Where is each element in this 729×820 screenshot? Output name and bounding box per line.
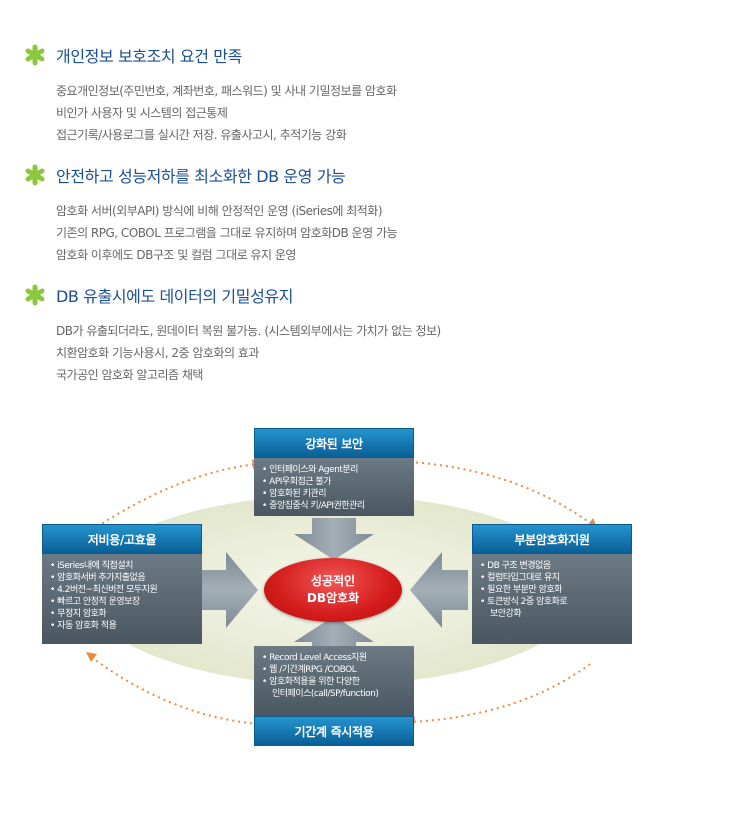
box-item: • API우회접근 불가 <box>262 477 331 487</box>
db-encryption-diagram: 강화된 보안 • 인터페이스와 Agent분리 • API우회접근 불가 • 암… <box>0 420 729 760</box>
box-item: • Record Level Access지원 <box>262 653 367 663</box>
arc-arrowhead <box>86 652 97 662</box>
section-line: 암호화 이후에도 DB구조 및 컬럼 그대로 유지 운영 <box>56 248 296 262</box>
box-item: • DB 구조 변경없음 <box>480 561 551 571</box>
box-item: 인터페이스(call/SP/function) <box>272 689 379 699</box>
arrow-right <box>200 552 258 628</box>
box-item: • 암호화된 키관리 <box>262 489 327 499</box>
box-enhanced-security: 강화된 보안 • 인터페이스와 Agent분리 • API우회접근 불가 • 암… <box>254 428 414 516</box>
section-line: 비인가 사용자 및 시스템의 접근통제 <box>56 106 228 120</box>
arrow-left <box>410 552 468 628</box>
section-line: 치환암호화 기능사용시, 2중 암호화의 효과 <box>56 346 259 360</box>
box-item: • iSeries내에 직접설치 <box>50 561 133 571</box>
dotted-arc-top <box>91 463 259 531</box>
arrow-down <box>294 518 374 560</box>
section-line: 중요개인정보(주민번호, 계좌번호, 패스워드) 및 사내 기밀정보를 암호화 <box>56 84 397 98</box>
box-partial-encryption: 부분암호화지원 • DB 구조 변경없음 • 컬럼타입그대로 유지 • 필요한 … <box>472 524 632 644</box>
box-title: 저비용/고효율 <box>42 524 202 554</box>
box-item: • 빠르고 안정적 운영보장 <box>50 597 140 607</box>
center-success-db-encryption: 성공적인 DB암호화 <box>264 558 402 622</box>
green-asterisk-icon <box>25 44 45 66</box>
box-item: • 무정지 암호화 <box>50 609 107 619</box>
box-item: • 중앙집중식 키/API권한관리 <box>262 501 365 511</box>
box-item: • 컬럼타입그대로 유지 <box>480 573 560 583</box>
section-line: 접근기록/사용로그를 실시간 저장. 유출사고시, 추적기능 강화 <box>56 128 347 142</box>
center-line: 성공적인 <box>310 574 356 588</box>
box-item: • 웹 /기간계RPG /COBOL <box>262 665 357 675</box>
green-asterisk-icon <box>25 284 45 306</box>
green-asterisk-icon <box>25 164 45 186</box>
box-item: • 암호화서버 추가지출없음 <box>50 573 146 583</box>
box-title: 기간계 즉시적용 <box>254 716 414 746</box>
dotted-arc-top-right <box>409 461 595 527</box>
center-line: DB암호화 <box>306 591 360 605</box>
box-title: 강화된 보안 <box>254 428 414 458</box>
feature-section-1: 개인정보 보호조치 요건 만족 중요개인정보(주민번호, 계좌번호, 패스워드)… <box>24 42 714 146</box>
box-item: • 4.2버전~최신버전 모두지원 <box>50 585 158 595</box>
box-item: • 토큰방식 2중 암호화로 <box>480 597 568 607</box>
feature-section-3: DB 유출시에도 데이터의 기밀성유지 DB가 유출되더라도, 원데이터 복원 … <box>24 282 714 386</box>
box-item: • 인터페이스와 Agent분리 <box>262 465 358 475</box>
dotted-arc-bottom-right <box>409 663 591 723</box>
section-title: 안전하고 성능저하를 최소화한 DB 운영 가능 <box>56 167 346 186</box>
box-low-cost: 저비용/고효율 • iSeries내에 직접설치 • 암호화서버 추가지출없음 … <box>42 524 202 644</box>
section-title: DB 유출시에도 데이터의 기밀성유지 <box>56 287 294 306</box>
feature-section-2: 안전하고 성능저하를 최소화한 DB 운영 가능 암호화 서버(외부API) 방… <box>24 162 714 266</box>
section-line: 국가공인 암호화 알고리즘 채택 <box>56 368 203 382</box>
section-line: DB가 유출되더라도, 원데이터 복원 불가능. (시스템외부에서는 가치가 없… <box>56 324 441 338</box>
section-title: 개인정보 보호조치 요건 만족 <box>56 47 242 66</box>
box-immediate-apply: • Record Level Access지원 • 웹 /기간계RPG /COB… <box>254 646 414 746</box>
section-line: 암호화 서버(외부API) 방식에 비해 안정적인 운영 (iSeries에 최… <box>56 204 383 218</box>
box-title: 부분암호화지원 <box>472 524 632 554</box>
box-item: • 자동 암호화 적용 <box>50 621 117 631</box>
box-item: 보안강화 <box>490 609 522 619</box>
box-item: • 암호화적용을 위한 다양한 <box>262 677 360 687</box>
box-item: • 필요한 부분만 암호화 <box>480 585 562 595</box>
section-line: 기존의 RPG, COBOL 프로그램을 그대로 유지하며 암호화DB 운영 가… <box>56 226 398 240</box>
